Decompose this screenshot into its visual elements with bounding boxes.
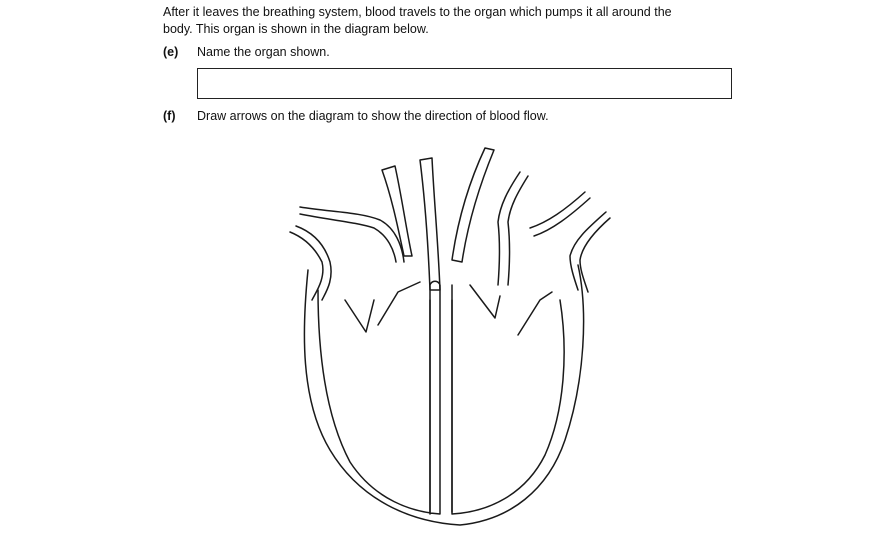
question-e-text: Name the organ shown. [197,45,330,59]
vessel-top-right [497,171,529,286]
right-valve [469,284,553,336]
question-f-label: (f) [163,109,176,123]
intro-line-2: body. This organ is shown in the diagram… [163,22,429,36]
heart-diagram[interactable] [240,135,660,530]
question-f: (f) Draw arrows on the diagram to show th… [163,108,549,125]
vessel-top-left [299,206,405,263]
aorta-left-branch [381,165,413,257]
intro-text: After it leaves the breathing system, bl… [163,4,763,38]
heart-septum [429,299,453,513]
left-valve [344,281,421,333]
vessel-left-bend [289,225,332,301]
vessel-right-branch [529,191,591,237]
heart-inner-chamber [317,280,441,515]
aorta-right-branch [451,147,495,263]
answer-box-e[interactable] [197,68,732,99]
question-f-text: Draw arrows on the diagram to show the d… [197,109,549,123]
heart-diagram-icon [289,147,611,526]
aorta-center-branch [419,157,441,291]
heart-outer-wall [303,264,585,526]
heart-inner-chamber-right [451,284,565,515]
question-e: (e) Name the organ shown. [163,44,330,61]
question-e-label: (e) [163,45,179,59]
intro-line-1: After it leaves the breathing system, bl… [163,5,672,19]
vessel-far-right [569,211,611,293]
